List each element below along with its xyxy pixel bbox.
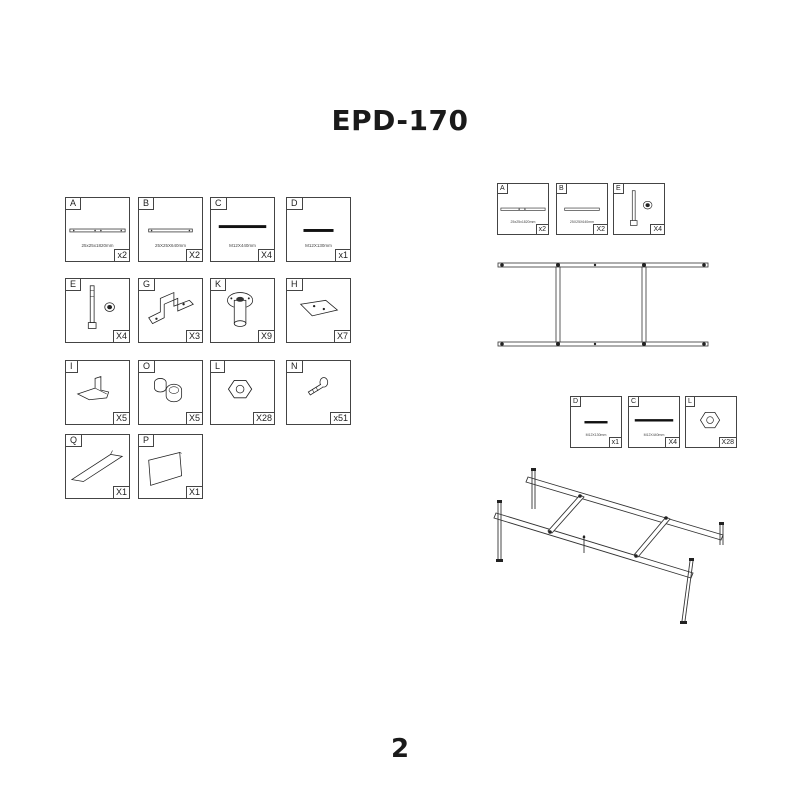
part-label: A xyxy=(498,184,508,194)
page-title: EPD-170 xyxy=(331,104,469,137)
step2-part-d-card: D M12X130mm x1 xyxy=(570,396,622,448)
page-number: 2 xyxy=(390,734,410,764)
screw-icon xyxy=(307,377,329,396)
part-quantity: X4 xyxy=(650,224,664,234)
short-rod-icon xyxy=(584,421,608,424)
part-quantity: x2 xyxy=(114,249,129,261)
bracket-icon xyxy=(148,291,194,325)
plate-icon xyxy=(299,299,339,317)
part-quantity: X4 xyxy=(112,330,129,342)
part-label: B xyxy=(557,184,567,194)
part-label: D xyxy=(571,397,582,407)
part-c-card: C M12X440mm X4 xyxy=(210,197,275,262)
part-g-card: G X3 xyxy=(138,278,203,343)
part-dimension: M12X440mm xyxy=(643,433,665,437)
part-h-card: H X7 xyxy=(286,278,351,343)
flange-foot-icon xyxy=(227,292,254,327)
part-label: L xyxy=(211,361,226,373)
sleeve-icon xyxy=(154,378,183,403)
part-quantity: x2 xyxy=(535,224,548,234)
short-rod-icon xyxy=(303,229,334,232)
angle-bracket-icon xyxy=(76,375,110,401)
part-label: B xyxy=(139,198,155,210)
part-dimension: 25x25x1820mm xyxy=(81,243,114,248)
rail-long-icon xyxy=(69,228,126,233)
part-d-card: D M12X130mm x1 xyxy=(286,197,351,262)
step2-part-l-card: L X28 xyxy=(685,396,737,448)
part-l-card: L X28 xyxy=(210,360,275,425)
rail-short-icon xyxy=(148,228,193,233)
leg-bolt-icon xyxy=(87,285,115,329)
part-quantity: X28 xyxy=(252,412,274,424)
frame-top-view-drawing xyxy=(497,262,709,347)
part-dimension: 25X25X640mm xyxy=(154,243,187,248)
panel-p-icon xyxy=(148,451,183,486)
threaded-rod-icon xyxy=(634,419,674,422)
step1-part-e-card: E X4 xyxy=(613,183,665,235)
part-label: G xyxy=(139,279,156,291)
part-dimension: M12X130mm xyxy=(585,433,607,437)
part-quantity: X7 xyxy=(333,330,350,342)
part-dimension: M12X440mm xyxy=(229,243,256,248)
part-label: O xyxy=(139,361,156,373)
step2-part-c-card: C M12X440mm X4 xyxy=(628,396,680,448)
part-quantity: X2 xyxy=(185,249,202,261)
part-quantity: X4 xyxy=(665,437,679,447)
part-dimension: 25X25X640mm xyxy=(569,220,595,224)
part-label: L xyxy=(686,397,695,407)
part-quantity: X2 xyxy=(593,224,607,234)
part-quantity: x51 xyxy=(330,412,350,424)
part-quantity: X5 xyxy=(185,412,202,424)
rail-short-icon xyxy=(564,207,600,211)
part-label: K xyxy=(211,279,227,291)
part-b-card: B 25X25X640mm X2 xyxy=(138,197,203,262)
rail-long-icon xyxy=(500,207,546,211)
part-n-card: N x51 xyxy=(286,360,351,425)
part-dimension: 25x25x1820mm xyxy=(510,220,536,224)
part-k-card: K X9 xyxy=(210,278,275,343)
part-i-card: I X5 xyxy=(65,360,130,425)
part-quantity: X9 xyxy=(257,330,274,342)
part-quantity: x1 xyxy=(608,437,621,447)
part-label: A xyxy=(66,198,82,210)
hex-nut-icon xyxy=(699,412,721,429)
part-quantity: X1 xyxy=(185,486,202,498)
part-quantity: X3 xyxy=(185,330,202,342)
part-label: H xyxy=(287,279,303,291)
threaded-rod-icon xyxy=(218,225,267,229)
part-q-card: Q X1 xyxy=(65,434,130,499)
leg-bolt-icon xyxy=(630,190,653,226)
part-o-card: O X5 xyxy=(138,360,203,425)
part-label: E xyxy=(614,184,624,194)
part-label: P xyxy=(139,435,155,447)
step1-part-a-card: A 25x25x1820mm x2 xyxy=(497,183,549,235)
part-label: E xyxy=(66,279,82,291)
part-label: C xyxy=(629,397,640,407)
part-e-card: E X4 xyxy=(65,278,130,343)
part-label: Q xyxy=(66,435,83,447)
part-p-card: P X1 xyxy=(138,434,203,499)
frame-perspective-drawing xyxy=(493,468,724,624)
hex-nut-icon xyxy=(227,379,253,399)
part-label: C xyxy=(211,198,227,210)
part-quantity: X28 xyxy=(718,437,736,447)
panel-q-icon xyxy=(70,450,124,482)
part-quantity: X5 xyxy=(112,412,129,424)
part-label: N xyxy=(287,361,303,373)
part-dimension: M12X130mm xyxy=(305,243,332,248)
part-quantity: X4 xyxy=(257,249,274,261)
part-a-card: A 25x25x1820mm x2 xyxy=(65,197,130,262)
step1-part-b-card: B 25X25X640mm X2 xyxy=(556,183,608,235)
part-quantity: X1 xyxy=(112,486,129,498)
part-label: I xyxy=(66,361,78,373)
part-label: D xyxy=(287,198,303,210)
part-quantity: x1 xyxy=(335,249,350,261)
